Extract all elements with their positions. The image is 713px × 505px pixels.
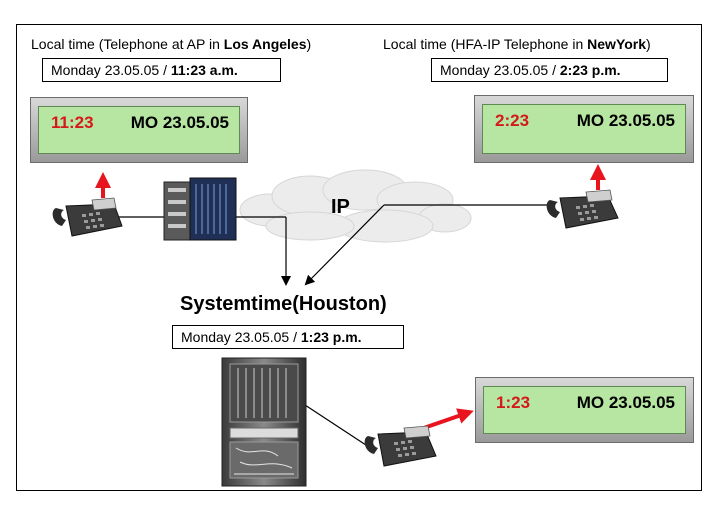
houston-display-date: MO 23.05.05 xyxy=(576,393,675,412)
ip-cloud xyxy=(239,169,472,243)
new-york-lcd-screen: 2:23 MO 23.05.05 xyxy=(482,104,686,154)
los-angeles-display-time: 11:23 xyxy=(51,113,94,132)
new-york-display-time: 2:23 xyxy=(495,111,530,130)
los-angeles-city-name: Los Angeles xyxy=(223,36,307,52)
system-rack-icon-houston xyxy=(221,357,307,487)
new-york-caption-suffix: ) xyxy=(646,36,651,52)
houston-time-box: Monday 23.05.05 / 1:23 p.m. xyxy=(172,325,404,349)
telephone-icon-new-york xyxy=(546,189,619,229)
los-angeles-phone-display: 11:23 MO 23.05.05 xyxy=(30,97,248,163)
los-angeles-caption-suffix: ) xyxy=(306,36,312,52)
los-angeles-time-box: Monday 23.05.05 / 11:23 a.m. xyxy=(42,58,281,82)
los-angeles-box-day: Monday 23.05.05 / xyxy=(51,62,171,78)
new-york-caption-prefix: Local time (HFA-IP Telephone in xyxy=(383,36,588,52)
new-york-display-date: MO 23.05.05 xyxy=(576,111,675,130)
houston-lcd-screen: 1:23 MO 23.05.05 xyxy=(483,386,686,434)
los-angeles-lcd-screen: 11:23 MO 23.05.05 xyxy=(38,106,240,154)
new-york-city-name: NewYork xyxy=(587,36,647,52)
new-york-box-day: Monday 23.05.05 / xyxy=(440,62,560,78)
houston-display-time: 1:23 xyxy=(496,393,531,412)
new-york-box-time: 2:23 p.m. xyxy=(559,62,621,78)
access-point-server-icon xyxy=(163,177,237,241)
telephone-icon-los-angeles xyxy=(52,197,123,237)
los-angeles-caption-prefix: Local time (Telephone at AP in xyxy=(31,36,224,52)
new-york-phone-display: 2:23 MO 23.05.05 xyxy=(474,95,694,163)
houston-box-day: Monday 23.05.05 / xyxy=(181,329,301,345)
houston-box-time: 1:23 p.m. xyxy=(300,329,362,345)
ip-network-label: IP xyxy=(331,196,350,218)
diagram-frame xyxy=(16,24,702,491)
houston-phone-display: 1:23 MO 23.05.05 xyxy=(475,377,694,443)
connection-lines xyxy=(118,204,548,450)
los-angeles-display-date: MO 23.05.05 xyxy=(130,113,229,132)
new-york-time-box: Monday 23.05.05 / 2:23 p.m. xyxy=(431,58,668,82)
telephone-icon-houston xyxy=(364,425,437,467)
new-york-caption: Local time (HFA-IP Telephone in NewYork) xyxy=(383,36,651,52)
system-time-title: Systemtime(Houston) xyxy=(180,293,387,315)
los-angeles-box-time: 11:23 a.m. xyxy=(170,62,238,78)
los-angeles-caption: Local time (Telephone at AP in Los Angel… xyxy=(31,36,311,52)
